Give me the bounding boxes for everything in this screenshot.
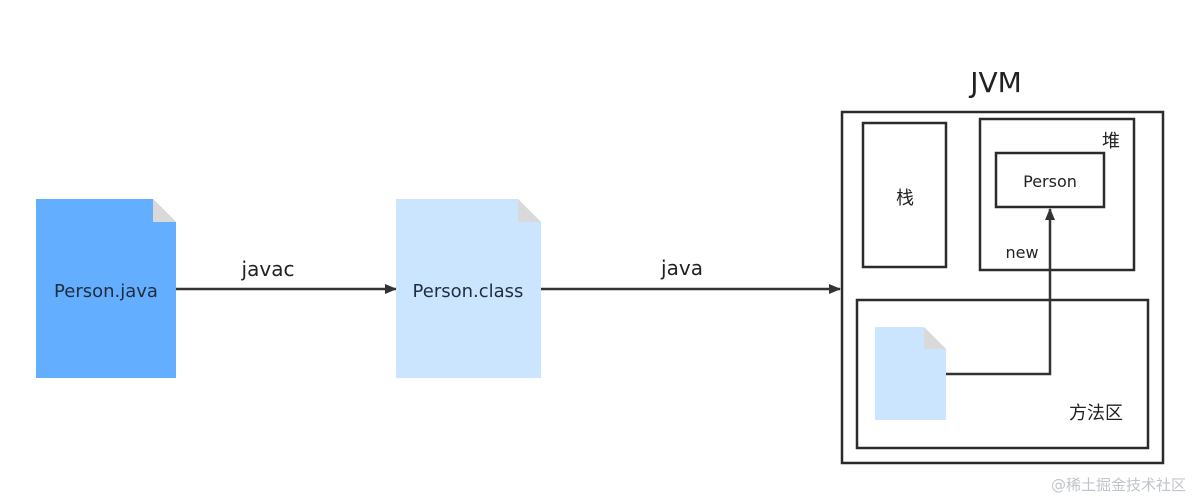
jvm-box (840, 110, 1165, 465)
document-fold-icon (153, 199, 176, 222)
class-file-label: Person.class (413, 281, 524, 302)
compile-edge: javac (176, 257, 397, 294)
document-icon (875, 327, 946, 420)
method-area-box (855, 298, 1150, 450)
heap-box (978, 117, 1136, 272)
run-edge-label: java (660, 256, 703, 280)
heap-label: 堆 (1102, 131, 1120, 152)
stack-region: 栈 (861, 121, 948, 269)
instantiate-edge-label: new (1005, 243, 1038, 262)
heap-object-box (994, 151, 1106, 209)
document-fold-icon (518, 199, 541, 222)
document-icon (396, 199, 541, 378)
heap-object-label: Person (1023, 172, 1077, 191)
instantiate-arrow (946, 208, 1055, 376)
stack-box (861, 121, 948, 269)
source-file-label: Person.java (54, 281, 158, 302)
method-area-label: 方法区 (1069, 403, 1123, 424)
compile-edge-label: javac (241, 257, 295, 281)
source-file-node: Person.java (36, 199, 176, 378)
stack-label: 栈 (896, 188, 914, 209)
jvm-container: JVM 栈 堆 Person 方法区 new (840, 66, 1165, 465)
document-fold-icon (924, 327, 946, 349)
watermark: @稀土掘金技术社区 (1050, 476, 1186, 494)
method-area-region: 方法区 (855, 298, 1150, 450)
document-icon (36, 199, 176, 378)
run-edge: java (541, 256, 841, 294)
heap-region: 堆 Person (978, 117, 1136, 272)
jvm-title: JVM (968, 66, 1022, 99)
instantiate-edge: new (946, 208, 1055, 376)
class-file-node: Person.class (396, 199, 541, 378)
